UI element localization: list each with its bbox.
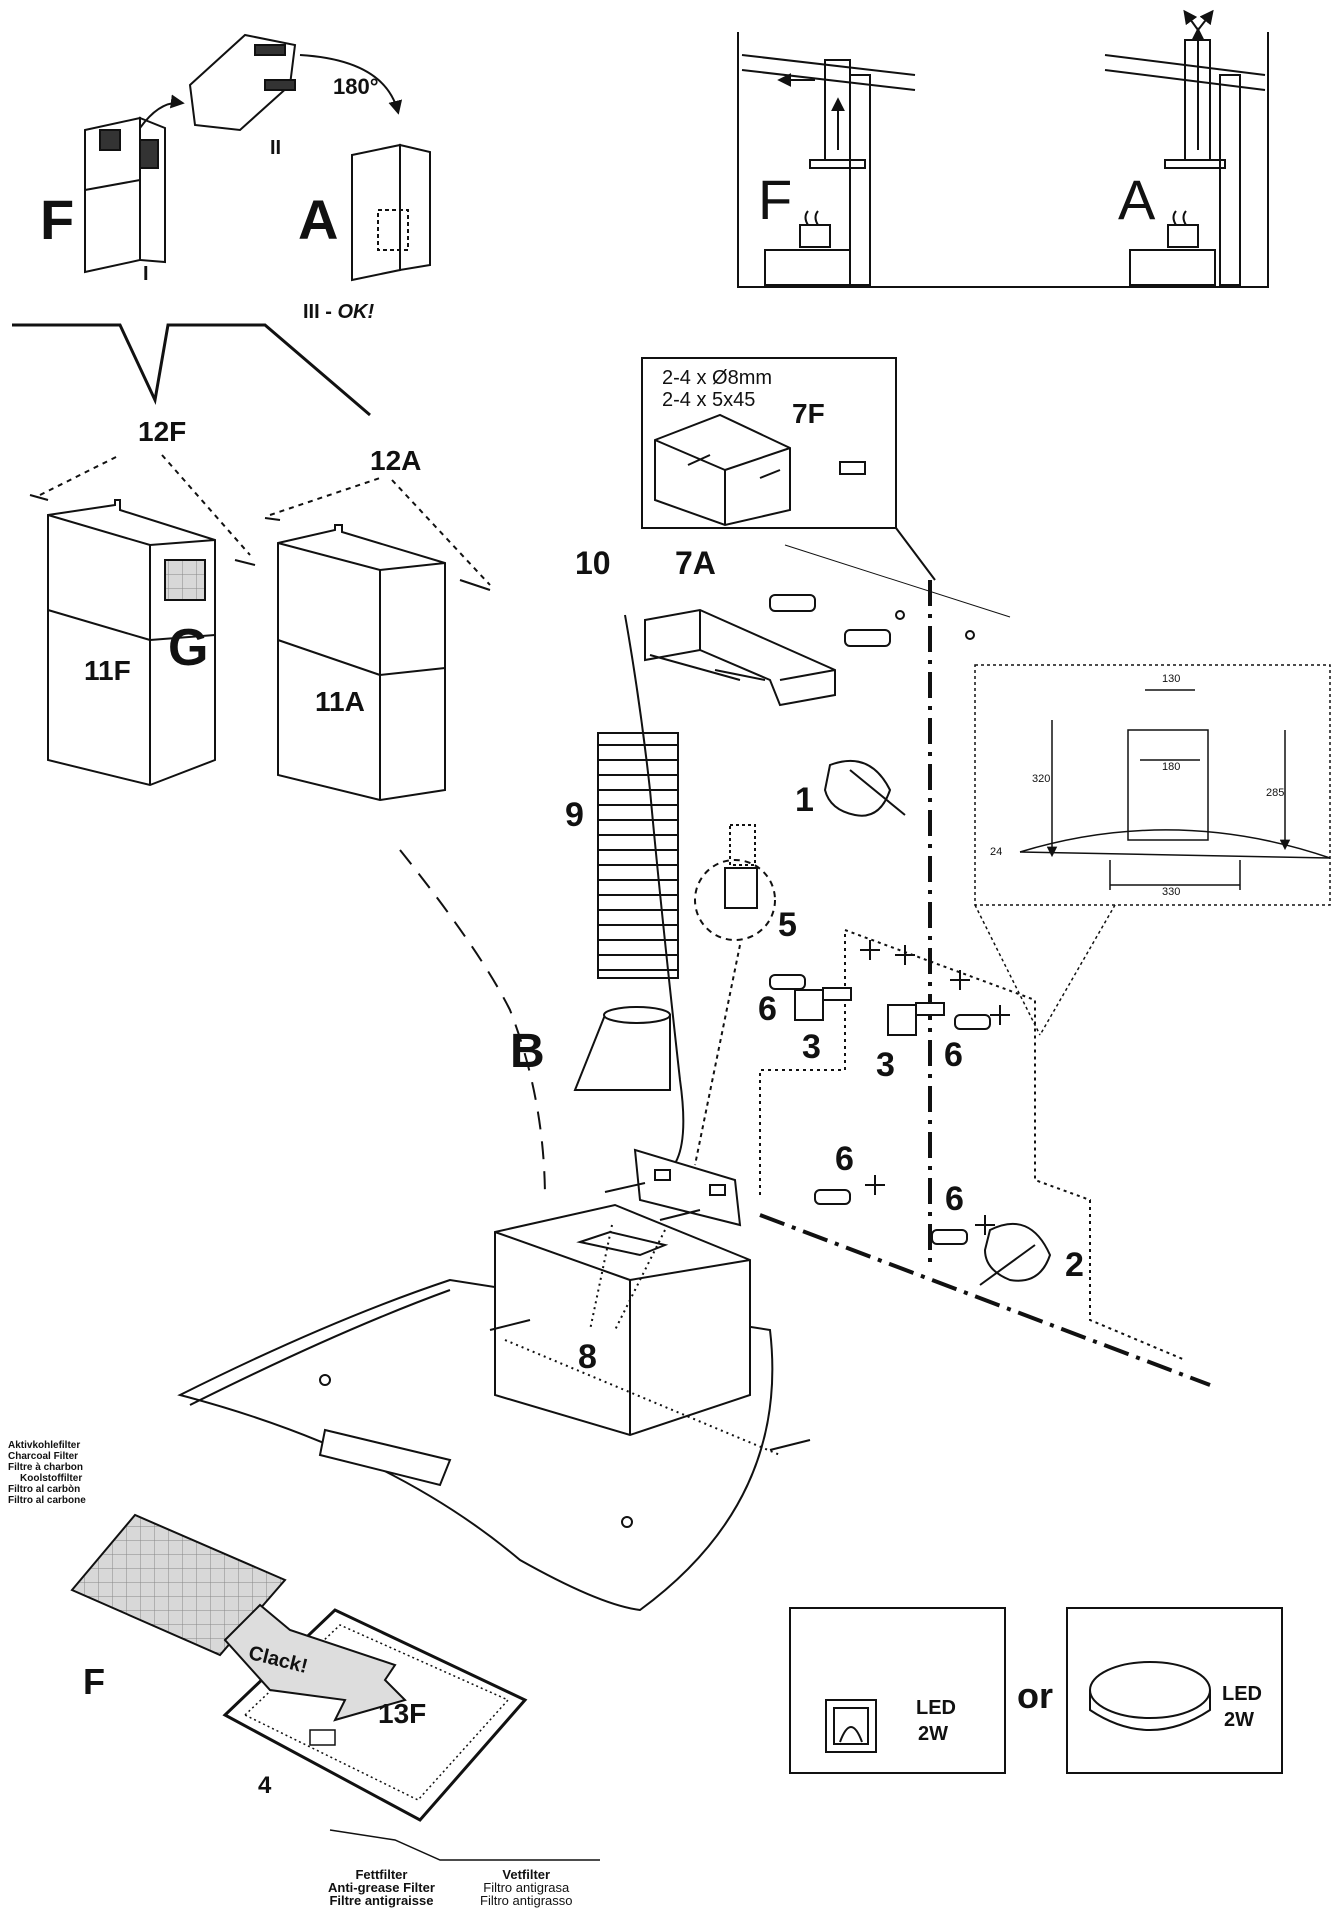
grease-text-line: Filtro antigrasso bbox=[480, 1893, 573, 1908]
extraction-modes-panel bbox=[738, 9, 1268, 287]
grease-filter-text-right: Vetfilter Filtro antigrasa Filtro antigr… bbox=[480, 1868, 572, 1907]
dim-320: 320 bbox=[1032, 773, 1051, 785]
wall-plugs bbox=[770, 975, 990, 1244]
led-options bbox=[790, 1608, 1282, 1773]
screw-detail-box bbox=[642, 358, 1010, 617]
part-1-label: 1 bbox=[795, 781, 814, 819]
clack-arrow bbox=[225, 1605, 405, 1720]
dim-180: 180 bbox=[1162, 761, 1181, 773]
step-i-label: I bbox=[143, 263, 149, 285]
part-6-label-c: 6 bbox=[835, 1140, 854, 1178]
charcoal-text-line: Filtre à charbon bbox=[8, 1462, 84, 1473]
mounting-dimensions-box bbox=[975, 665, 1330, 1035]
part-5-label: 5 bbox=[778, 906, 797, 944]
guide-curve bbox=[400, 850, 545, 1200]
part-9-label: 9 bbox=[565, 796, 584, 834]
step-ii-label: II bbox=[270, 137, 282, 159]
dim-24: 24 bbox=[990, 846, 1003, 858]
part-12f-label: 12F bbox=[138, 416, 187, 447]
bracket-5-detail bbox=[695, 825, 775, 1165]
vent-f-label: F bbox=[758, 168, 793, 231]
part-11f-label: 11F bbox=[84, 655, 131, 686]
step-iii-label: III - OK! bbox=[303, 302, 374, 322]
wall-centerlines bbox=[760, 580, 1210, 1385]
part-6-label-b: 6 bbox=[944, 1036, 963, 1074]
screw-spec-line1: 2-4 x Ø8mm bbox=[662, 367, 773, 389]
rotation-label: 180° bbox=[333, 74, 379, 99]
part-6-label-d: 6 bbox=[945, 1180, 964, 1218]
chimney-cover-12f bbox=[30, 455, 255, 785]
part-3-label-a: 3 bbox=[802, 1028, 821, 1066]
charcoal-text-line: Filtro al carbòn bbox=[8, 1484, 81, 1495]
cooker-hood-body bbox=[180, 1150, 772, 1610]
part-6-label-a: 6 bbox=[758, 990, 777, 1028]
grease-filter-text-left: Fettfilter Anti-grease Filter Filtre ant… bbox=[328, 1868, 435, 1907]
part-7a-label: 7A bbox=[675, 545, 716, 581]
led1-line1: LED bbox=[916, 1697, 956, 1719]
part-10-label: 10 bbox=[575, 545, 611, 581]
part-g-label: G bbox=[168, 619, 209, 677]
part-4-label: 4 bbox=[258, 1772, 272, 1799]
dim-130: 130 bbox=[1162, 673, 1181, 685]
grease-text-line: Vetfilter bbox=[502, 1867, 551, 1882]
mode-f-label: F bbox=[40, 188, 75, 251]
charcoal-text-line: Charcoal Filter bbox=[8, 1451, 79, 1462]
grease-text-line: Filtro antigrasa bbox=[483, 1880, 570, 1895]
dim-285: 285 bbox=[1266, 787, 1285, 799]
led2-line2: 2W bbox=[1224, 1709, 1254, 1731]
part-b-label: B bbox=[510, 1025, 545, 1078]
filter-leader bbox=[330, 1830, 600, 1860]
dim-330: 330 bbox=[1162, 886, 1181, 898]
part-12a-label: 12A bbox=[370, 445, 422, 476]
part-8-label: 8 bbox=[578, 1338, 597, 1376]
charcoal-text-line: Filtro al carbone bbox=[8, 1495, 86, 1506]
or-label: or bbox=[1017, 1675, 1053, 1716]
charcoal-filter-text: Aktivkohlefilter Charcoal Filter Filtre … bbox=[8, 1440, 86, 1506]
part-13f-label: 13F bbox=[378, 1698, 427, 1729]
charcoal-text-line: Aktivkohlefilter bbox=[8, 1440, 81, 1451]
part-11a-label: 11A bbox=[315, 686, 365, 717]
wall-bracket-7a bbox=[645, 595, 974, 705]
grease-text-line: Fettfilter bbox=[355, 1867, 408, 1882]
drill-marks bbox=[860, 940, 1010, 1235]
bracket-line bbox=[12, 325, 370, 415]
ok-text: OK! bbox=[337, 301, 375, 323]
mode-a-label: A bbox=[298, 188, 339, 251]
grease-text-line: Anti-grease Filter bbox=[328, 1880, 435, 1895]
part-3-label-b: 3 bbox=[876, 1046, 895, 1084]
led2-line1: LED bbox=[1222, 1683, 1262, 1705]
led1-line2: 2W bbox=[918, 1723, 948, 1745]
drill-hand-icon bbox=[825, 761, 1050, 1285]
flexible-duct bbox=[575, 615, 683, 1170]
grease-text-line: Filtre antigraisse bbox=[329, 1893, 434, 1908]
step-iii-text: III - bbox=[303, 301, 338, 323]
charcoal-filter bbox=[72, 1515, 285, 1655]
chimney-cover-12a bbox=[265, 478, 490, 800]
screw-spec-line2: 2-4 x 5x45 bbox=[662, 389, 756, 411]
filter-f-label: F bbox=[83, 1661, 105, 1702]
hood-screws bbox=[490, 1183, 810, 1455]
part-2-label: 2 bbox=[1065, 1246, 1084, 1284]
chimney-reversal-illustration bbox=[85, 35, 430, 280]
part-7f-label: 7F bbox=[792, 398, 825, 429]
vent-a-label: A bbox=[1118, 168, 1156, 231]
charcoal-text-line: Koolstoffilter bbox=[20, 1473, 83, 1484]
